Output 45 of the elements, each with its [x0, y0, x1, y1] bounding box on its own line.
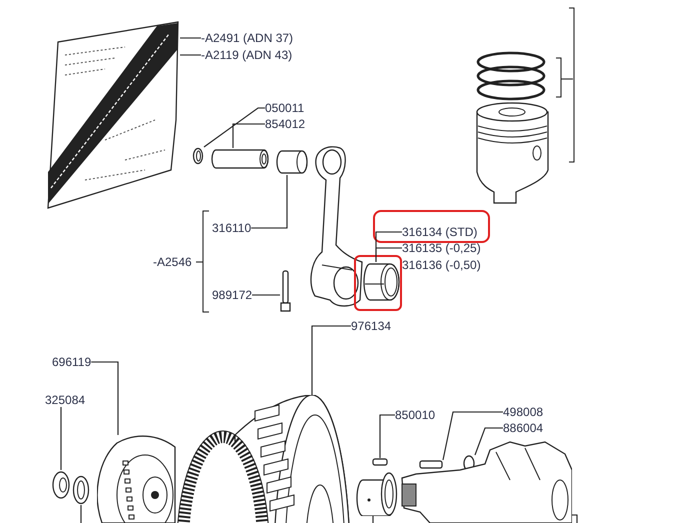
assembly-number-label: -A2546: [153, 255, 192, 269]
piston-pin-drawing: [210, 148, 270, 170]
leader-line: [91, 361, 119, 435]
part-number-label: 050011: [265, 101, 304, 115]
part-number-label: 316135 (-0,25): [402, 241, 481, 255]
part-number-label: 976134: [351, 319, 392, 333]
leader-line: [474, 427, 503, 456]
flanged-bush-drawing: [355, 470, 398, 516]
bar-shape: [419, 460, 443, 470]
part-number-label: 989172: [212, 288, 252, 302]
leader-line: [232, 123, 265, 148]
circlip-drawing: [192, 147, 204, 165]
part-number-label: 854012: [265, 117, 306, 131]
flywheel-drawing: [175, 395, 351, 523]
leader-line: [252, 294, 280, 296]
leader-line: [379, 414, 395, 458]
part-number-label: 498008: [503, 405, 544, 419]
bearing-shell-drawing: [362, 262, 400, 302]
nut-drawing: [51, 470, 71, 500]
part-number-label: -A2491 (ADN 37): [201, 31, 294, 45]
leader-line: [180, 37, 201, 39]
leader-line: [80, 505, 82, 523]
leader-line: [311, 325, 351, 395]
part-number-label: 850010: [395, 408, 436, 422]
part-number-label: 316110: [212, 221, 252, 235]
part-number-label: 886004: [503, 421, 544, 435]
leader-line: [572, 514, 578, 523]
bar-shape: [372, 458, 388, 467]
bolt-drawing: [280, 270, 291, 312]
part-number-label: 316136 (-0,50): [402, 258, 481, 272]
crankshaft-drawing: [400, 440, 572, 523]
part-number-label: 696119: [52, 355, 92, 369]
part-number-label: 316134 (STD): [402, 225, 478, 239]
leader-line: [251, 175, 288, 229]
booklet-drawing: [45, 20, 180, 210]
leader-line: [180, 54, 201, 56]
leader-line: [375, 247, 402, 262]
part-number-label: 325084: [45, 393, 86, 407]
fan-cover-drawing: [97, 435, 177, 523]
leader-line: [60, 407, 62, 470]
leader-line: [372, 516, 374, 523]
part-number-label: -A2119 (ADN 43): [201, 48, 292, 62]
washer-drawing: [72, 475, 90, 505]
leader-line: [204, 107, 265, 148]
bush-drawing: [276, 149, 309, 175]
